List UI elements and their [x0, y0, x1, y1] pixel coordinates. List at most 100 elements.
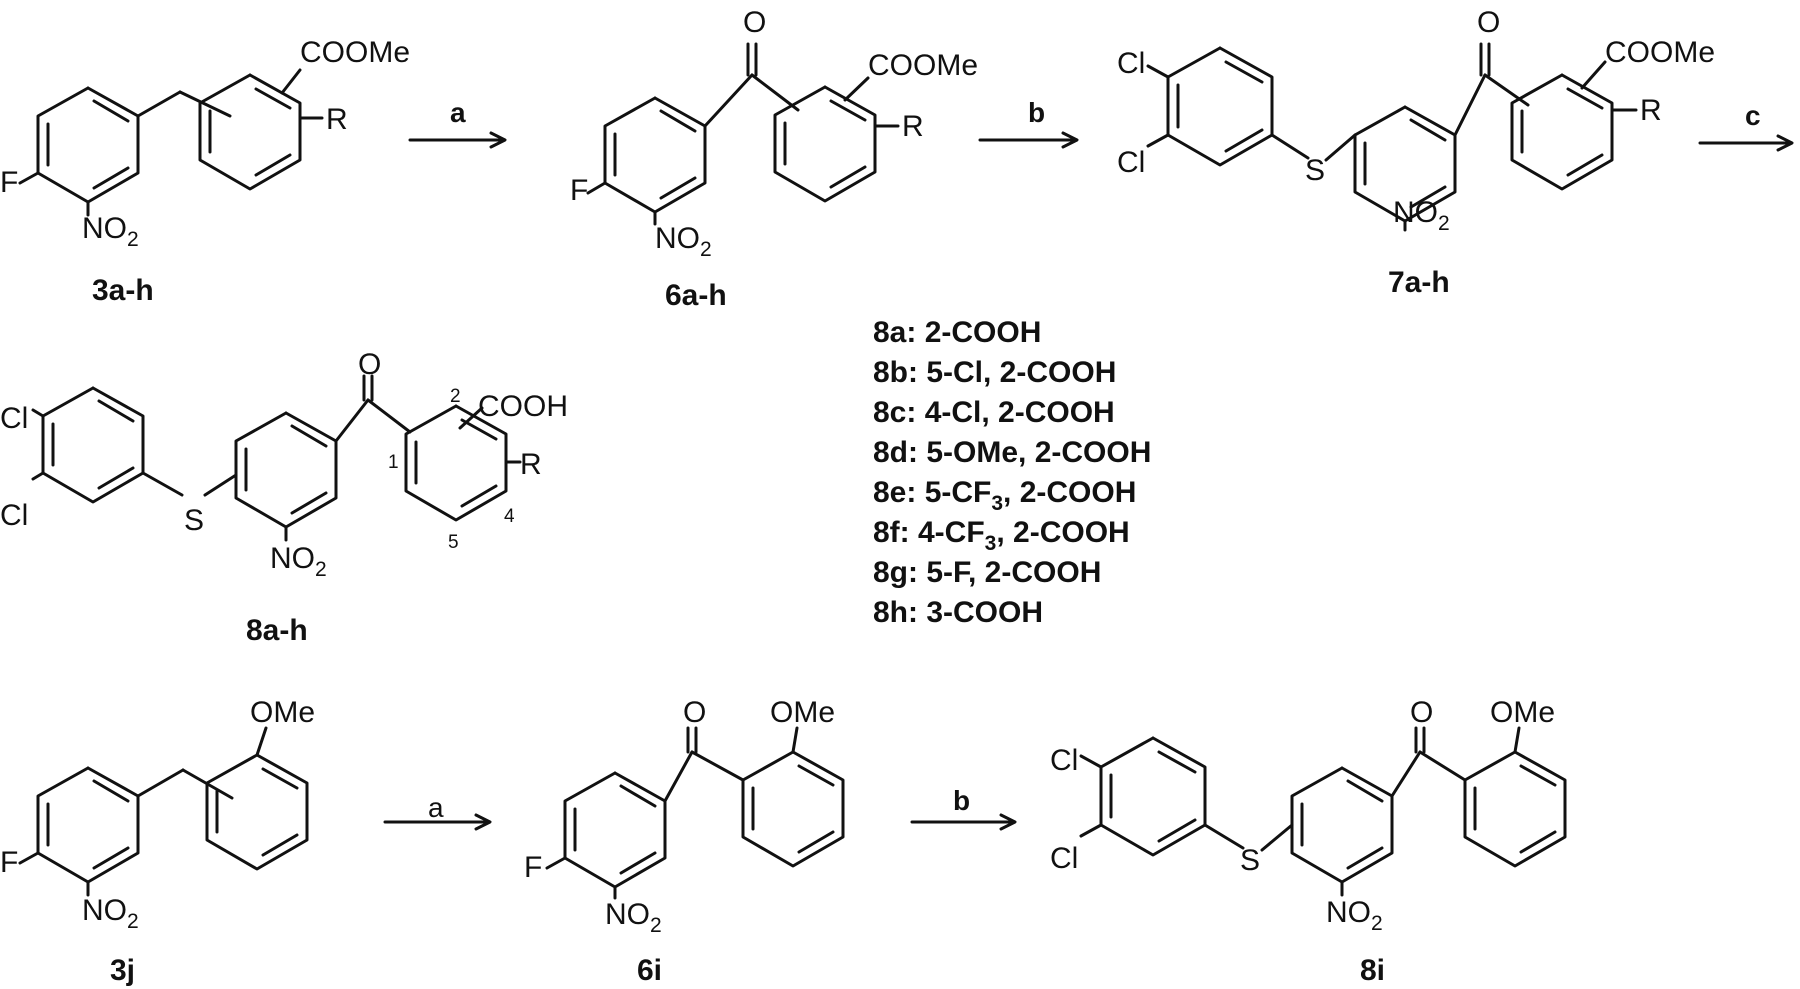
reaction-arrow-b: b	[978, 97, 1079, 149]
thioether-bond-b	[1324, 133, 1357, 162]
compound-label-8a-h: 8a-h	[246, 614, 308, 647]
compound-6a-h: O COOMe R F NO2 6a-h	[570, 6, 978, 312]
legend-item-8f: 8f: 4-CF3, 2-COOH	[873, 516, 1130, 555]
sulfur-label: S	[1305, 154, 1325, 187]
ester-label: COOMe	[868, 49, 978, 82]
ring-3j-left	[36, 766, 140, 884]
carbonyl-bond-b	[750, 73, 800, 112]
ring-8i-dichloro	[1099, 736, 1207, 857]
compound-7a-h: Cl Cl S NO2 O COOMe R 7a-h	[1117, 6, 1715, 299]
nitro-label: NO2	[270, 542, 327, 581]
ring-7a-right	[1510, 73, 1614, 191]
nitro-label: NO2	[1393, 196, 1450, 235]
legend-item-8e: 8e: 5-CF3, 2-COOH	[873, 476, 1136, 515]
chloro-label-bottom: Cl	[0, 499, 28, 532]
r-label: R	[326, 103, 348, 136]
ring-8a-dichloro	[41, 386, 145, 504]
methoxy-label: OMe	[1490, 696, 1555, 729]
ring-8i-right	[1463, 750, 1567, 868]
ring-3a-right	[198, 73, 302, 191]
step-label-b-row2: b	[953, 785, 970, 816]
carbonyl-bond-a	[703, 73, 754, 128]
nitro-label: NO2	[82, 212, 139, 251]
fluoro-label: F	[0, 846, 18, 879]
fluoro-label: F	[0, 166, 18, 199]
ester-label: COOMe	[300, 36, 410, 69]
chloro-label-bottom: Cl	[1050, 842, 1078, 875]
legend-item-8h: 8h: 3-COOH	[873, 596, 1043, 629]
carbonyl-oxygen: O	[683, 696, 706, 729]
carbonyl-bond-b	[1483, 73, 1530, 107]
fluoro-label: F	[524, 851, 542, 884]
ester-bond	[1580, 60, 1607, 90]
legend-item-8a: 8a: 2-COOH	[873, 316, 1041, 349]
ring-3j-right	[205, 753, 309, 871]
acid-bond	[458, 406, 484, 430]
r-label: R	[902, 110, 924, 143]
legend-item-8c: 8c: 4-Cl, 2-COOH	[873, 396, 1115, 429]
ester-bond	[843, 76, 870, 102]
carbonyl-bond-b	[1418, 750, 1467, 782]
carbonyl-bond-a	[1390, 750, 1422, 798]
compound-label-6i: 6i	[637, 954, 662, 987]
compound-3a-h: COOMe R F NO2 3a-h	[0, 36, 410, 307]
carbonyl-bond-b	[690, 750, 745, 782]
ring-6i-right	[741, 750, 845, 868]
ring-7a-dichloro	[1166, 46, 1274, 167]
sulfur-label: S	[1240, 844, 1260, 877]
legend-item-8d: 8d: 5-OMe, 2-COOH	[873, 436, 1151, 469]
sulfur-label: S	[184, 504, 204, 537]
methoxy-bond	[255, 726, 268, 757]
ring-6a-left	[603, 96, 707, 214]
legend-item-8b: 8b: 5-Cl, 2-COOH	[873, 356, 1116, 389]
chloro-label-top: Cl	[1050, 744, 1078, 777]
methoxy-label: OMe	[250, 696, 315, 729]
reaction-arrow-b-row2: b	[910, 785, 1017, 831]
methylene-bond-a	[136, 768, 185, 798]
carbonyl-oxygen: O	[1477, 6, 1500, 39]
r-label: R	[1640, 94, 1662, 127]
ring-position-5: 5	[448, 532, 459, 553]
ring-6a-right	[773, 85, 877, 203]
ring-8i-middle	[1290, 766, 1394, 884]
step-label-a: a	[450, 97, 466, 128]
thioether-bond-a	[1203, 823, 1245, 850]
thioether-bond-a	[141, 471, 184, 497]
reaction-arrow-a-row2: a	[383, 792, 492, 831]
compound-8a-h: Cl Cl S NO2 O COOH R 2 1 4 5 8a-h	[0, 348, 568, 647]
chloro-label-top: Cl	[0, 402, 28, 435]
ring-6i-left	[563, 771, 667, 889]
r-label: R	[520, 448, 542, 481]
step-label-a-row2: a	[428, 792, 444, 823]
methoxy-bond	[791, 726, 799, 754]
compound-8i: Cl Cl S NO2 O OMe 8i	[1050, 696, 1567, 987]
thioether-bond-a	[1270, 133, 1310, 160]
fluoro-label: F	[570, 174, 588, 207]
substituent-legend: 8a: 2-COOH 8b: 5-Cl, 2-COOH 8c: 4-Cl, 2-…	[873, 316, 1151, 629]
ester-label: COOMe	[1605, 36, 1715, 69]
carbonyl-bond-b	[366, 398, 412, 434]
f-bond	[18, 851, 40, 865]
thioether-bond-b	[203, 473, 238, 497]
nitro-label: NO2	[655, 222, 712, 261]
acid-label: COOH	[478, 390, 568, 423]
methylene-bond-b	[178, 90, 232, 118]
step-label-c: c	[1745, 100, 1761, 131]
carbonyl-oxygen: O	[358, 348, 381, 381]
compound-label-3j: 3j	[110, 954, 135, 987]
cl-bond-top	[1079, 754, 1103, 769]
ring-position-1: 1	[388, 452, 399, 473]
carbonyl-bond-a	[663, 750, 694, 803]
step-label-b: b	[1028, 97, 1045, 128]
compound-label-3a-h: 3a-h	[92, 274, 154, 307]
compound-label-6a-h: 6a-h	[665, 279, 727, 312]
chloro-label-top: Cl	[1117, 47, 1145, 80]
nitro-label: NO2	[605, 898, 662, 937]
methoxy-label: OMe	[770, 696, 835, 729]
ring-position-2: 2	[450, 386, 461, 407]
carbonyl-oxygen: O	[743, 6, 766, 39]
cl-bond-top	[1146, 64, 1170, 79]
methylene-bond-a	[136, 90, 182, 118]
compound-label-7a-h: 7a-h	[1388, 266, 1450, 299]
thioether-bond-b	[1260, 823, 1294, 852]
